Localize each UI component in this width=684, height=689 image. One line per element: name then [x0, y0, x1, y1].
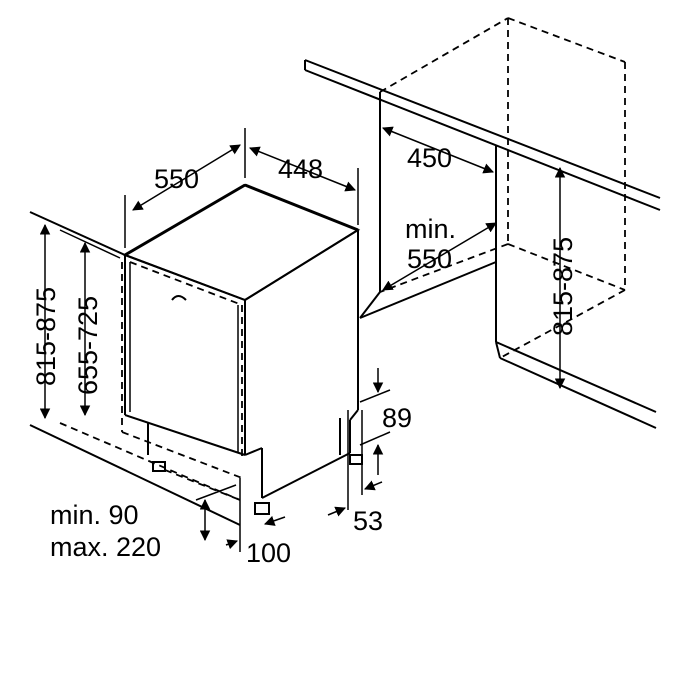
label-height-815-875-left: 815-875	[31, 287, 61, 386]
dim-toe-90-220	[195, 484, 237, 542]
dim-niche-min-550	[382, 222, 497, 291]
dim-plinth-89	[359, 368, 391, 475]
label-plinth-89: 89	[382, 403, 412, 433]
label-height-655-725: 655-725	[73, 296, 103, 395]
label-toe-100: 100	[246, 538, 291, 568]
label-niche-min: min.	[405, 214, 456, 244]
dim-toe-100	[225, 478, 286, 552]
door-handle-icon	[171, 295, 187, 301]
label-height-815-875-right: 815-875	[548, 237, 578, 336]
label-niche-450: 450	[407, 143, 452, 173]
label-depth-550: 550	[154, 164, 199, 194]
label-toe-max-220: max. 220	[50, 532, 161, 562]
label-toe-min-90: min. 90	[50, 500, 139, 530]
dim-width-448	[249, 146, 359, 225]
label-niche-min-550: 550	[407, 244, 452, 274]
dim-plinth-53	[327, 410, 383, 517]
dim-depth-550	[124, 128, 246, 248]
niche-dashed-outline	[379, 17, 626, 359]
label-width-448: 448	[278, 154, 323, 184]
dim-niche-450	[382, 126, 494, 174]
dishwasher-door	[121, 261, 243, 479]
label-plinth-53: 53	[353, 506, 383, 536]
dishwasher-body	[122, 183, 361, 499]
